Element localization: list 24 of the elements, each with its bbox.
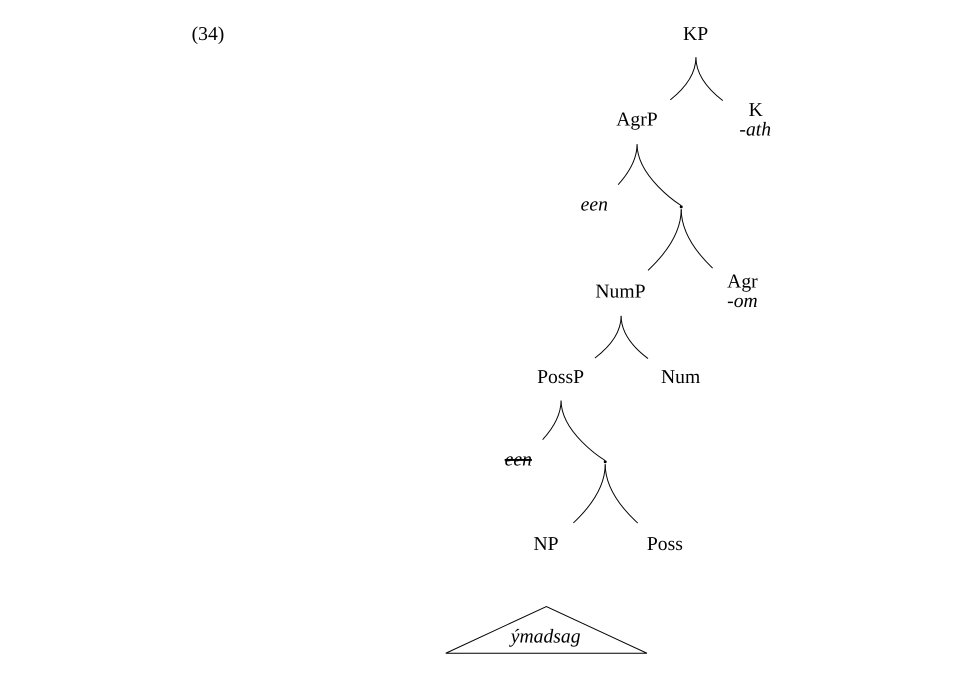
connector [572, 464, 606, 524]
node-text: een [504, 449, 532, 470]
node-text: Poss [646, 534, 682, 555]
node-point [679, 205, 682, 208]
node-text: K -ath [738, 100, 771, 140]
node-text: AgrP [616, 110, 658, 131]
node-point [603, 460, 606, 464]
label: (34) [191, 24, 224, 45]
node-text: Agr -om [726, 271, 758, 312]
connector [647, 208, 682, 271]
connector [680, 208, 713, 269]
connector [560, 400, 606, 461]
connector [669, 56, 696, 100]
node-text: KP [682, 24, 708, 45]
node-text: PossP [536, 367, 584, 388]
node-text: een [580, 194, 608, 216]
node-text: NumP [594, 281, 646, 302]
connector [620, 315, 648, 360]
node-text: Num [660, 367, 700, 388]
connector [594, 315, 622, 359]
connector [604, 464, 638, 524]
connector [636, 144, 682, 206]
connector [694, 56, 723, 102]
node-text: NP [532, 534, 558, 555]
